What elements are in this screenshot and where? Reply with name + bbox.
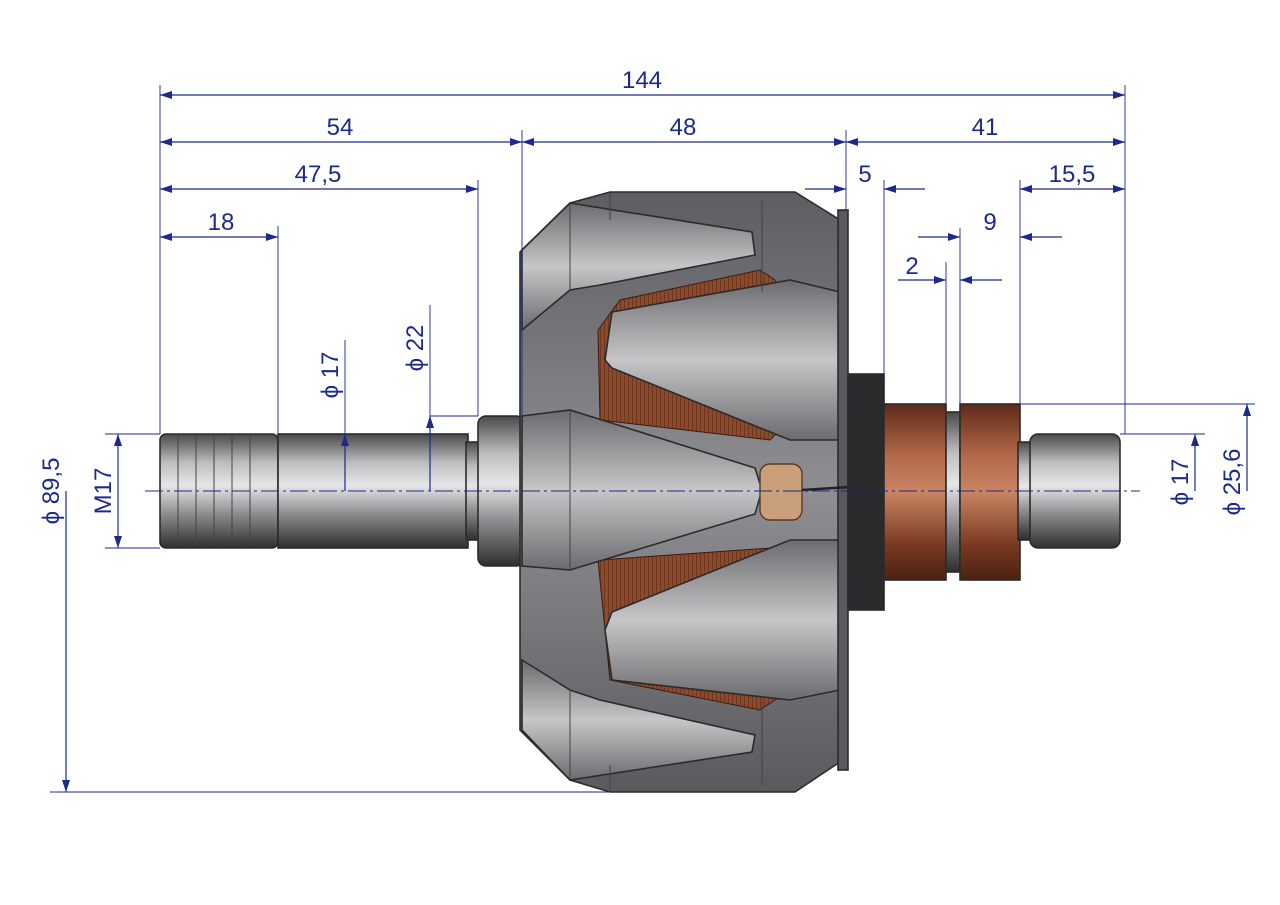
dim-d17-end: ϕ 17 [1167, 459, 1194, 506]
dim-15-5: 15,5 [1049, 161, 1096, 188]
insulator-hub [847, 373, 885, 611]
claw-pole-bottom [521, 658, 756, 781]
claw-pole-upper [604, 279, 841, 441]
slip-ring-gap [945, 411, 961, 573]
dim-47-5: 47,5 [295, 161, 342, 188]
dim-2: 2 [905, 253, 918, 280]
insulator-sleeve [883, 403, 947, 581]
slip-ring-outer [959, 403, 1021, 581]
claw-pole-center [521, 409, 763, 571]
dim-48: 48 [670, 114, 697, 141]
rotor-part [159, 191, 1121, 793]
dim-d89-5: ϕ 89,5 [38, 458, 65, 525]
dim-d25-6: ϕ 25,6 [1219, 449, 1246, 516]
dim-9: 9 [983, 209, 996, 236]
rotor-hub [759, 463, 803, 521]
rotor-end-plate [837, 209, 849, 771]
rotor-face-lines [569, 192, 763, 792]
dimension-labels: 144 54 48 41 47,5 18 5 15,5 9 2 M17 ϕ 89… [38, 67, 1246, 524]
dim-m17: M17 [90, 468, 117, 515]
dim-18: 18 [208, 209, 235, 236]
dim-41: 41 [972, 114, 999, 141]
dim-54: 54 [327, 114, 354, 141]
dimension-lines [62, 91, 1251, 792]
claw-pole-lower [604, 539, 841, 701]
dim-144: 144 [622, 67, 662, 94]
dim-d17-shaft: ϕ 17 [317, 352, 344, 399]
dim-5: 5 [858, 161, 871, 188]
dim-d22: ϕ 22 [402, 325, 429, 372]
